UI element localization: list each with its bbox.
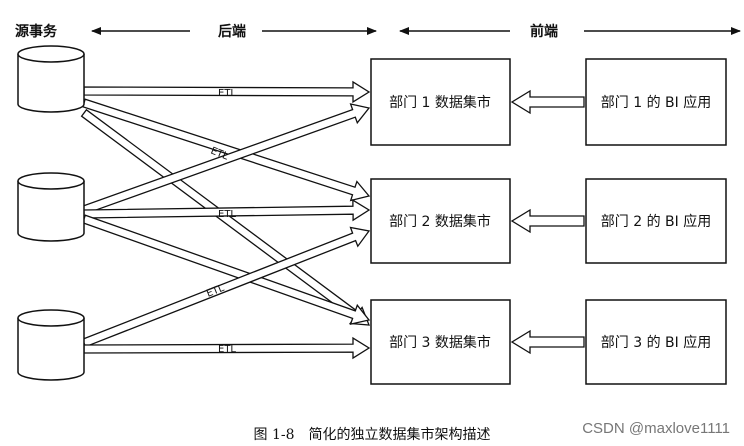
header-source: 源事务 xyxy=(15,23,58,40)
bi-app-label-3: 部门 3 的 BI 应用 xyxy=(601,334,711,351)
header-backend: 后端 xyxy=(218,23,246,40)
etl-arrows xyxy=(80,80,371,360)
source-db-1-icon xyxy=(17,45,85,113)
bi-app-box-3: 部门 3 的 BI 应用 xyxy=(585,299,727,385)
bi-arrow-3 xyxy=(510,329,585,355)
source-db-3-icon xyxy=(17,309,85,381)
etl-arrow-db3-mart2 xyxy=(81,226,371,348)
etl-label-5: ETL xyxy=(218,344,236,355)
watermark: CSDN @maxlove1111 xyxy=(582,420,730,437)
etl-arrow-db3-mart3 xyxy=(83,336,371,360)
etl-arrow-db1-mart2 xyxy=(81,98,371,202)
mart-label-3: 部门 3 数据集市 xyxy=(389,334,491,351)
bi-arrow-1 xyxy=(510,89,585,115)
bi-app-box-2: 部门 2 的 BI 应用 xyxy=(585,178,727,264)
bi-arrows xyxy=(510,89,585,355)
etl-arrow-db2-mart3 xyxy=(81,214,371,325)
source-db-2-icon xyxy=(17,172,85,242)
bi-app-box-1: 部门 1 的 BI 应用 xyxy=(585,58,727,146)
figure-caption: 图 1-8 简化的独立数据集市架构描述 xyxy=(253,427,491,443)
etl-label-1: ETL xyxy=(218,88,236,99)
etl-arrow-db1-mart1 xyxy=(83,80,371,104)
mart-label-1: 部门 1 数据集市 xyxy=(389,94,491,111)
etl-label-3: ETL xyxy=(218,209,236,220)
mart-box-3: 部门 3 数据集市 xyxy=(370,299,511,385)
mart-box-2: 部门 2 数据集市 xyxy=(370,178,511,264)
bi-arrow-2 xyxy=(510,208,585,234)
mart-label-2: 部门 2 数据集市 xyxy=(389,213,491,230)
bi-app-label-1: 部门 1 的 BI 应用 xyxy=(601,94,711,111)
bi-app-label-2: 部门 2 的 BI 应用 xyxy=(601,213,711,230)
etl-arrow-db2-mart1 xyxy=(81,103,371,215)
etl-arrow-db2-mart2 xyxy=(83,199,371,222)
header-frontend: 前端 xyxy=(530,23,558,40)
mart-box-1: 部门 1 数据集市 xyxy=(370,58,511,146)
